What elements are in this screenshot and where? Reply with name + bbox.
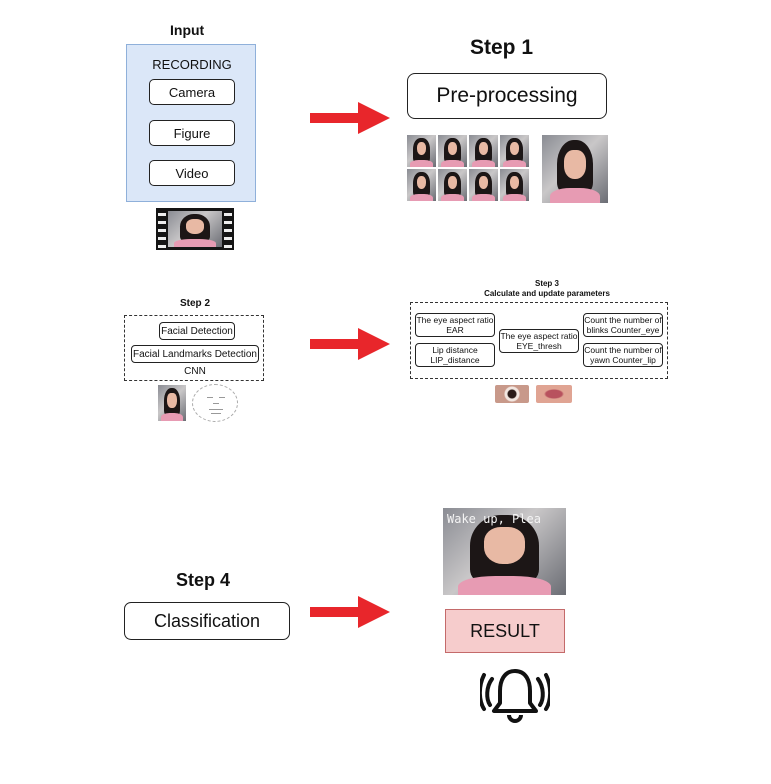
step2-title: Step 2 (180, 298, 211, 309)
step3-title-line1: Step 3 (534, 279, 559, 288)
step3-container: The eye aspect ratio EAR Lip distance LI… (410, 302, 668, 379)
lip-closeup-image (536, 385, 572, 403)
video-option[interactable]: Video (149, 160, 235, 186)
video-filmstrip-image (156, 208, 234, 250)
frame-thumbnail-image (438, 135, 467, 167)
frame-thumbnail-image (407, 169, 436, 201)
counter-lip-box: Count the number of yawn Counter_lip (583, 343, 663, 367)
arrow-icon (310, 328, 390, 360)
recording-label: RECORDING (152, 57, 232, 72)
frame-thumbnail-image (469, 169, 498, 201)
frame-thumbnail-image (542, 135, 608, 203)
result-box: RESULT (445, 609, 565, 653)
step3-title-line2: Calculate and update parameters (484, 289, 610, 298)
counter-eye-box: Count the number of blinks Counter_eye (583, 313, 663, 337)
arrow-shape (310, 328, 390, 360)
figure-option[interactable]: Figure (149, 120, 235, 146)
step4-title: Step 4 (176, 570, 231, 590)
cnn-label: CNN (184, 366, 206, 377)
preprocessed-frames (407, 135, 608, 203)
result-frame-image: Wake up, Plea (443, 508, 566, 595)
preprocessing-box: Pre-processing (407, 73, 607, 119)
step1-title: Step 1 (470, 36, 534, 59)
lip-distance-box: Lip distance LIP_distance (415, 343, 495, 367)
frame-thumbnail-image (438, 169, 467, 201)
classification-box: Classification (124, 602, 290, 640)
ear-box: The eye aspect ratio EAR (415, 313, 495, 337)
input-panel: RECORDING Camera Figure Video (126, 44, 256, 202)
arrow-icon (310, 102, 390, 134)
camera-option[interactable]: Camera (149, 79, 235, 105)
landmark-map-image (192, 384, 238, 422)
ringing-bell-icon (480, 669, 550, 723)
step3-title: Step 3 Calculate and update parameters (470, 279, 624, 299)
step2-container: Facial Detection Facial Landmarks Detect… (124, 315, 264, 381)
frame-thumbnail-image (500, 135, 529, 167)
frame-thumbnail-image (469, 135, 498, 167)
arrow-icon (310, 596, 390, 628)
face-detection-image (158, 385, 186, 421)
facial-detection-box: Facial Detection (159, 322, 235, 340)
arrow-shape (310, 596, 390, 628)
arrow-shape (310, 102, 390, 134)
eye-closeup-image (495, 385, 529, 403)
input-title: Input (170, 22, 205, 38)
facial-landmarks-box: Facial Landmarks Detection (131, 345, 259, 363)
warning-overlay-text: Wake up, Plea (447, 512, 541, 526)
frame-thumbnail-image (500, 169, 529, 201)
eye-thresh-box: The eye aspect ratio EYE_thresh (499, 329, 579, 353)
frame-thumbnail-image (407, 135, 436, 167)
